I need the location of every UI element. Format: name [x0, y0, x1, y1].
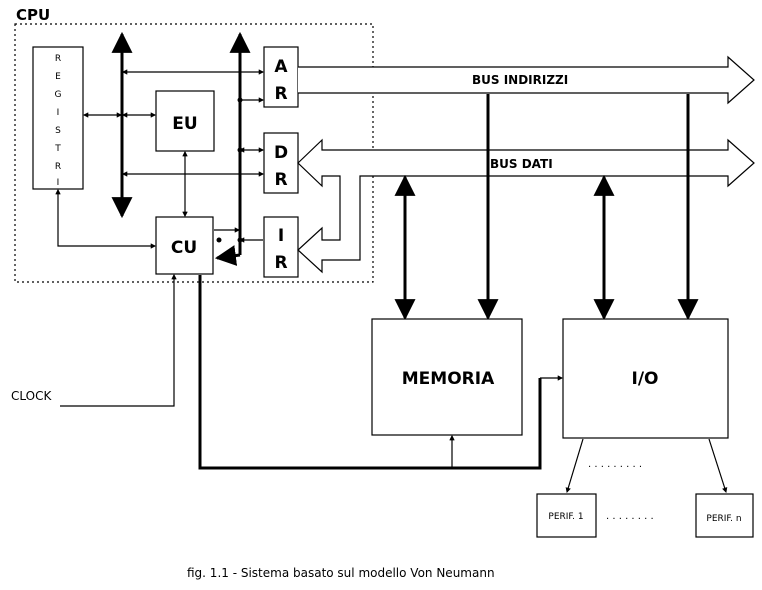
perif-n-label: PERIF. n	[706, 514, 741, 524]
bus-dati-label: BUS DATI	[490, 157, 553, 171]
dr-letter-d: D	[274, 143, 288, 163]
io-perif1-link	[565, 438, 584, 494]
bus-dati	[297, 138, 755, 274]
clock-label: CLOCK	[11, 389, 52, 403]
dr-box	[263, 132, 299, 194]
io-box	[562, 318, 729, 439]
perif-1-box	[536, 493, 597, 538]
registri-letter: S	[55, 126, 61, 136]
registri-letter: R	[55, 54, 61, 64]
ar-letter-a: A	[274, 57, 288, 77]
memoria-label: MEMORIA	[402, 369, 495, 389]
ar-box	[263, 46, 299, 108]
registri-letter: I	[57, 178, 60, 188]
eu-label: EU	[172, 114, 197, 134]
registri-label: R E G I S T R I	[54, 54, 61, 188]
perif-1-label: PERIF. 1	[548, 512, 583, 522]
registri-letter: G	[55, 90, 62, 100]
io-perifn-link	[708, 438, 728, 494]
dr-letter-r: R	[274, 170, 287, 190]
memoria-box	[371, 318, 523, 436]
io-label: I/O	[632, 369, 659, 389]
eu-box	[155, 90, 215, 152]
cu-control-line	[198, 275, 542, 470]
registri-box	[32, 46, 84, 190]
perif-n-box	[695, 493, 754, 538]
cu-box	[155, 216, 214, 275]
registri-letter: R	[55, 162, 61, 172]
ir-box	[263, 216, 299, 278]
ir-letter-i: I	[278, 226, 284, 246]
registri-letter: I	[57, 108, 60, 118]
registri-letter: T	[54, 144, 61, 154]
internal-bus-right-return	[214, 245, 241, 266]
registri-letter: E	[55, 72, 61, 82]
perif-dots-bottom: . . . . . . . .	[606, 511, 654, 522]
perif-dots-top: . . . . . . . . .	[588, 459, 642, 470]
cpu-title: CPU	[16, 6, 50, 24]
bus-indirizzi	[298, 55, 755, 105]
ar-letter-r: R	[274, 84, 287, 104]
bus-indirizzi-label: BUS INDIRIZZI	[472, 73, 568, 87]
clock-line	[60, 273, 177, 407]
figure-caption: fig. 1.1 - Sistema basato sul modello Vo…	[187, 566, 495, 580]
registri-cu-link	[55, 188, 157, 249]
junction-dot	[216, 237, 222, 243]
ir-letter-r: R	[274, 253, 287, 273]
cu-label: CU	[171, 238, 197, 258]
